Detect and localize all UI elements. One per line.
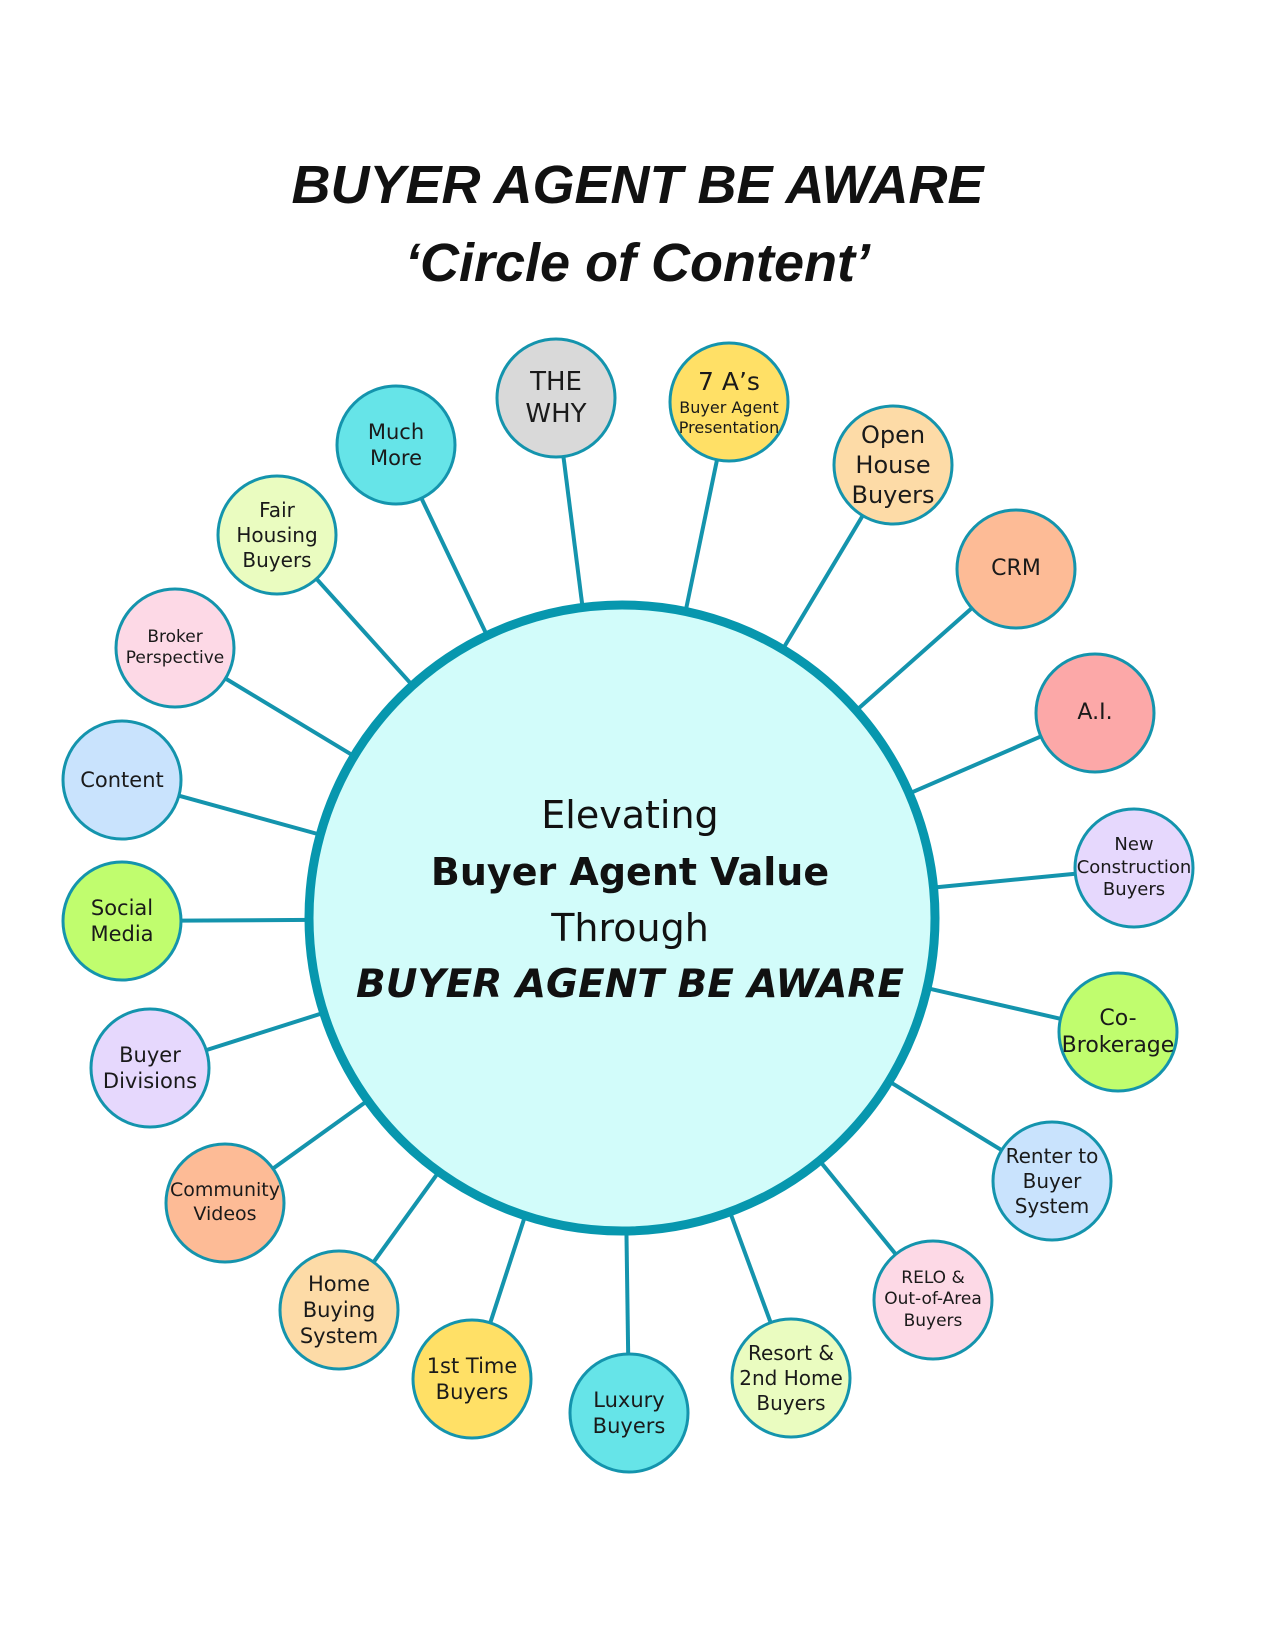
- connector-fair-housing-buyers: [315, 577, 416, 689]
- node-circle-fair-housing-buyers: [216, 474, 338, 596]
- node-circle-crm: [955, 508, 1077, 630]
- hub-text-buyer-agent-value: Buyer Agent Value: [430, 850, 830, 894]
- connector-social-media: [180, 917, 312, 923]
- node-circle-home-buying-system: [278, 1249, 400, 1371]
- node-circle-new-construction-buyers: [1073, 807, 1195, 929]
- diagram-title: BUYER AGENT BE AWARE: [291, 155, 984, 215]
- connector-the-why: [561, 456, 585, 610]
- node-circle-community-videos: [164, 1142, 286, 1264]
- node-circle-1st-time-buyers: [411, 1318, 533, 1440]
- connector-content: [178, 793, 323, 838]
- node-circle-7-as: [668, 341, 790, 463]
- hub-text-through: Through: [551, 906, 709, 950]
- connector-buyer-divisions: [205, 1010, 327, 1053]
- connector-relo-out-of-area-buyers: [816, 1157, 898, 1256]
- hub-circle: [304, 600, 940, 1236]
- connector-crm: [853, 606, 974, 714]
- node-circle-group: [61, 337, 1195, 1474]
- diagram-subtitle: ‘Circle of Content’: [404, 233, 870, 293]
- connector-ai: [906, 734, 1042, 797]
- node-circle-renter-to-buyer-system: [991, 1120, 1113, 1242]
- connector-much-more: [419, 497, 490, 639]
- node-circle-resort-2nd-home-buyers: [730, 1317, 852, 1439]
- connector-open-house-buyers: [779, 514, 865, 653]
- hub-text-elevating: Elevating: [541, 793, 719, 837]
- node-circle-broker-perspective: [114, 587, 236, 709]
- connector-home-buying-system: [371, 1168, 442, 1264]
- node-circle-much-more: [335, 384, 457, 506]
- connector-renter-to-buyer-system: [886, 1078, 1003, 1152]
- connector-co-brokerage: [924, 985, 1061, 1021]
- connector-community-videos: [271, 1097, 371, 1171]
- node-circle-social-media: [61, 860, 183, 982]
- node-circle-relo-out-of-area-buyers: [872, 1239, 994, 1361]
- node-circle-the-why: [495, 337, 617, 459]
- node-circle-co-brokerage: [1057, 971, 1179, 1093]
- connector-group: [178, 456, 1076, 1355]
- hub-text-buyer-agent-be-aware: BUYER AGENT BE AWARE: [355, 962, 905, 1007]
- connector-new-construction-buyers: [931, 871, 1076, 890]
- connector-resort-2nd-home-buyers: [727, 1209, 773, 1324]
- node-circle-content: [61, 719, 183, 841]
- node-circle-luxury-buyers: [568, 1352, 690, 1474]
- connector-luxury-buyers: [624, 1228, 631, 1355]
- connector-7-as: [683, 459, 719, 614]
- connector-broker-perspective: [224, 676, 357, 759]
- node-circle-buyer-divisions: [89, 1007, 211, 1129]
- node-circle-ai: [1034, 652, 1156, 774]
- connector-1st-time-buyers: [488, 1213, 528, 1324]
- node-circle-open-house-buyers: [832, 404, 954, 526]
